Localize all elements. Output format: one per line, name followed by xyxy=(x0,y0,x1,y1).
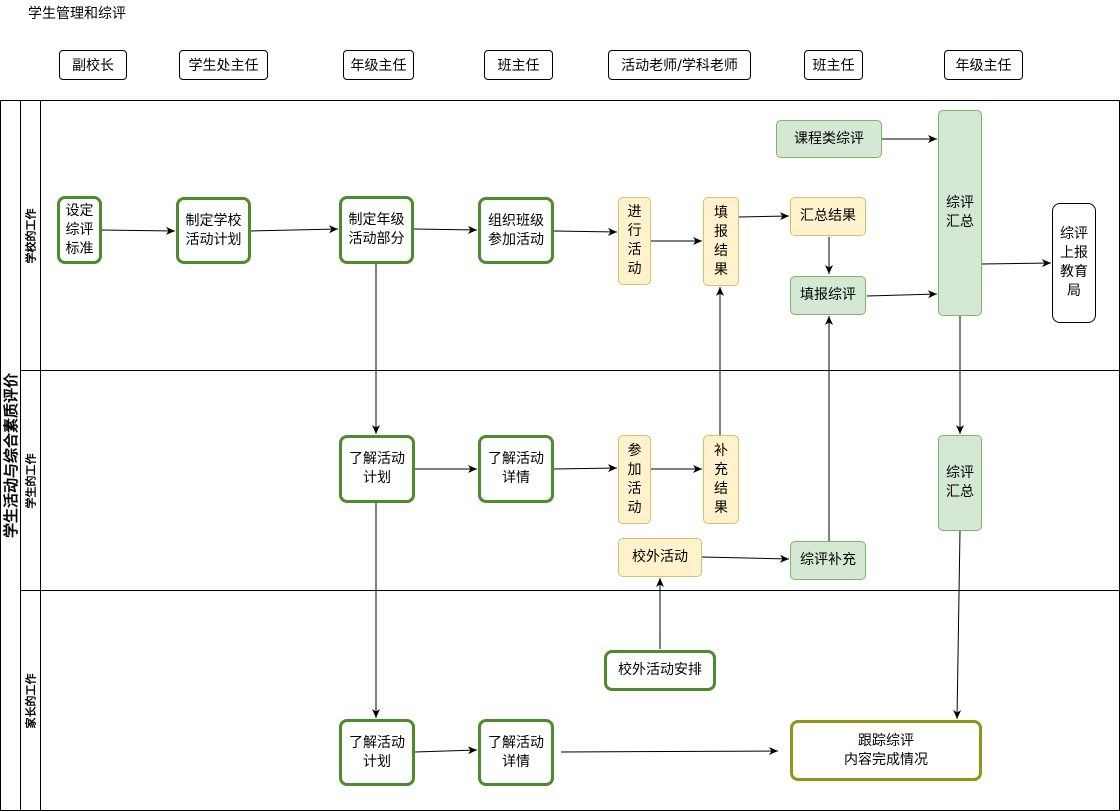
node-fill-review: 填报综评 xyxy=(790,276,866,315)
edge-parent-plan-to-detail xyxy=(414,746,478,755)
role-class-teacher: 班主任 xyxy=(484,50,553,80)
node-review-supplement: 综评补充 xyxy=(790,541,866,580)
node-school-plan: 制定学校 活动计划 xyxy=(176,197,251,264)
node-report-bureau: 综评 上报 教育 局 xyxy=(1052,203,1096,323)
node-track-review: 跟踪综评 内容完成情况 xyxy=(790,720,982,781)
edge-class-to-activity xyxy=(553,227,618,236)
role-student-affairs-director: 学生处主任 xyxy=(179,50,268,80)
node-course-review: 课程类综评 xyxy=(776,120,882,158)
page-title: 学生管理和综评 xyxy=(28,6,126,22)
node-set-standard: 设定 综评 标准 xyxy=(57,196,102,264)
role-grade-director-2: 年级主任 xyxy=(944,50,1023,80)
role-vice-principal: 副校长 xyxy=(59,50,127,80)
node-parent-know-plan: 了解活动 计划 xyxy=(339,719,415,786)
edge-student-detail-to-join xyxy=(553,464,618,473)
node-outside-activity: 校外活动 xyxy=(618,538,702,577)
edge-outside-to-supplement xyxy=(701,554,790,563)
node-summary-result: 汇总结果 xyxy=(790,197,866,236)
edge-fill-to-summary xyxy=(738,212,790,221)
node-grade-part: 制定年级 活动部分 xyxy=(339,196,414,264)
node-organize-class: 组织班级 参加活动 xyxy=(478,197,554,264)
role-class-teacher-2: 班主任 xyxy=(804,50,863,80)
role-grade-director: 年级主任 xyxy=(343,50,414,80)
node-review-summary-school: 综评 汇总 xyxy=(938,110,982,316)
node-fill-result: 填 报 结 果 xyxy=(703,197,739,286)
edge-review-to-summary xyxy=(866,290,938,299)
node-student-know-detail: 了解活动 详情 xyxy=(478,435,554,503)
node-outside-arrange: 校外活动安排 xyxy=(604,650,716,691)
node-review-summary-student: 综评 汇总 xyxy=(938,435,982,531)
node-do-activity: 进 行 活 动 xyxy=(618,197,651,285)
role-activity-subject-teacher: 活动老师/学科老师 xyxy=(608,50,751,80)
edge-parent-detail-to-track xyxy=(560,747,779,756)
node-student-know-plan: 了解活动 计划 xyxy=(339,435,415,503)
node-parent-know-detail: 了解活动 详情 xyxy=(478,719,554,786)
edge-summary-to-bureau xyxy=(981,259,1052,268)
edge-grade-to-class xyxy=(413,225,478,234)
node-join-activity: 参 加 活 动 xyxy=(618,435,651,524)
edge-standard-to-plan xyxy=(101,226,176,235)
edge-student-summary-to-track xyxy=(953,530,962,720)
node-supplement-result: 补 充 结 果 xyxy=(703,435,739,524)
edge-plan-to-grade xyxy=(250,225,339,234)
